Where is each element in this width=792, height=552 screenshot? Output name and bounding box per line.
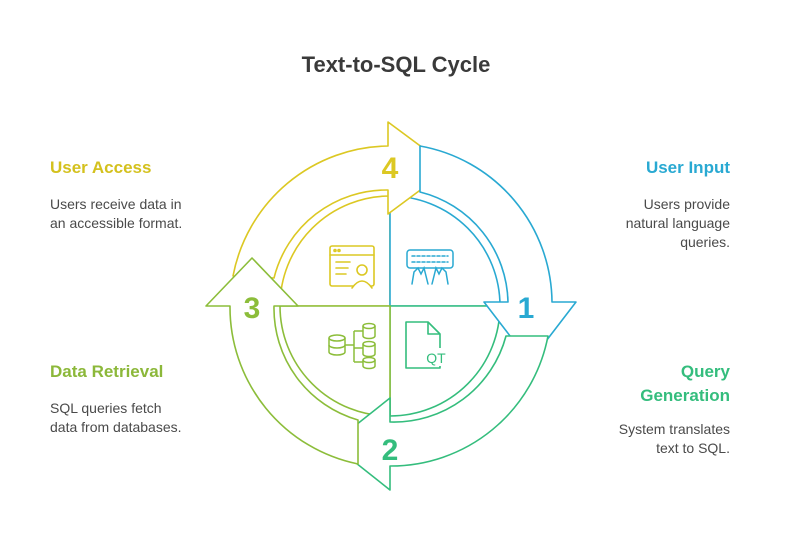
stage-2-number: 2 — [382, 434, 399, 467]
user-dashboard-icon — [329, 245, 375, 289]
stage-1-number: 1 — [518, 292, 535, 325]
arrow-stage-4 — [232, 121, 451, 279]
stage-1-title: User Input — [645, 158, 730, 177]
database-stack-icon — [328, 322, 376, 370]
stage-4-description: Users receive data in an accessible form… — [50, 196, 183, 231]
stage-1-description: Users provide natural language queries. — [625, 196, 730, 250]
diagram-title: Text-to-SQL Cycle — [301, 52, 491, 77]
query-document-label: QT — [426, 350, 446, 366]
arrow-stage-3 — [205, 257, 359, 465]
stage-2-title: Query Generation — [640, 362, 730, 405]
arrow-stage-1 — [419, 145, 577, 363]
stage-2-description: System translates text to SQL. — [618, 421, 730, 456]
stage-3-number: 3 — [244, 292, 261, 325]
keyboard-hands-icon — [406, 249, 454, 285]
arrow-stage-2 — [331, 335, 549, 491]
stage-3-description: SQL queries fetch data from databases. — [50, 400, 182, 435]
stage-3-title: Data Retrieval — [50, 362, 164, 381]
stage-4-number: 4 — [382, 152, 399, 185]
stage-4-title: User Access — [50, 158, 152, 177]
query-document-icon: QT — [405, 321, 448, 369]
